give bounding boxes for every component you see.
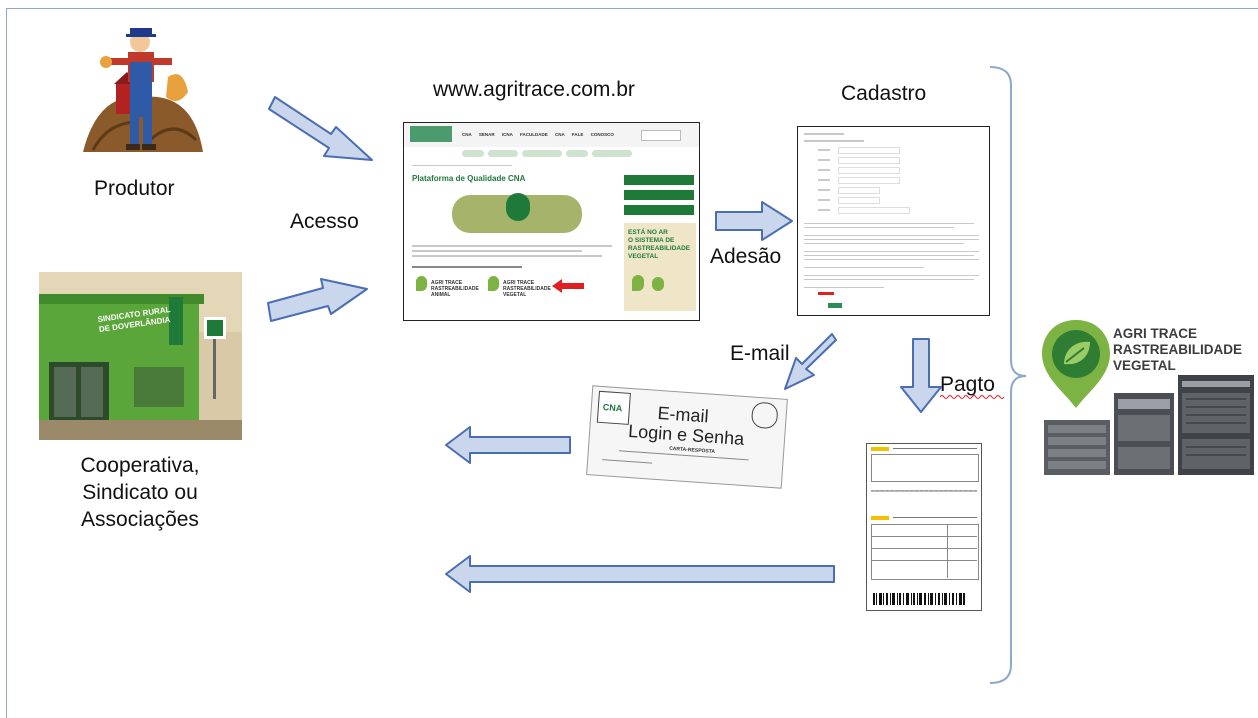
badge-vegetal-icon — [488, 276, 499, 291]
cadastro-label: Cadastro — [841, 82, 927, 105]
promo-text: ESTÁ NO AR O SISTEMA DE RASTREABILIDADE … — [628, 229, 690, 261]
cooperativa-line-3: Associações — [81, 508, 199, 531]
red-arrow-icon — [552, 279, 584, 293]
cooperativa-line-2: Sindicato ou — [82, 481, 198, 504]
badge-animal-line-1: AGRI TRACE — [431, 280, 463, 286]
agritrace-leaf-logo — [1042, 320, 1110, 408]
badge-vegetal: AGRI TRACE RASTREABILIDADE VEGETAL — [503, 280, 551, 298]
url-label: www.agritrace.com.br — [433, 78, 635, 101]
agritrace-logo-text: AGRI TRACE RASTREABILIDADE VEGETAL — [1113, 326, 1242, 374]
diagram-frame — [6, 8, 1258, 718]
website-nav: CNA SENAR ICNA FACULDADE CNA FALE CONOSC… — [462, 132, 614, 138]
badge-vegetal-line-3: VEGETAL — [503, 292, 527, 298]
arrow-cadastro-to-email — [784, 333, 837, 390]
website-search-box — [641, 130, 681, 141]
logo-line-1: AGRI TRACE — [1113, 326, 1197, 341]
acesso-label: Acesso — [290, 210, 359, 233]
website-logo — [410, 126, 452, 142]
sindicato-building-photo — [39, 272, 242, 440]
badge-vegetal-line-2: RASTREABILIDADE — [503, 286, 551, 292]
nav-cna: CNA — [462, 132, 472, 137]
nav-senar: SENAR — [478, 132, 495, 137]
barcode-icon — [873, 593, 965, 605]
promo-line-1: ESTÁ NO AR — [628, 229, 668, 236]
cooperativa-line-1: Cooperativa, — [80, 454, 200, 477]
email-label: E-mail — [730, 342, 790, 365]
logo-line-3: VEGETAL — [1113, 358, 1176, 373]
arrow-cadastro-to-boleto — [900, 338, 942, 413]
logo-line-2: RASTREABILIDADE — [1113, 342, 1243, 357]
promo-logo-icon — [632, 275, 644, 291]
adesao-label: Adesão — [710, 245, 782, 268]
arrow-sindicato-to-site — [267, 278, 368, 322]
website-screenshot: CNA SENAR ICNA FACULDADE CNA FALE CONOSC… — [403, 122, 700, 321]
promo-logo-icon-2 — [652, 277, 664, 291]
website-seal — [506, 193, 530, 221]
spellcheck-underline — [940, 395, 1004, 399]
website-heading: Plataforma de Qualidade CNA — [412, 174, 526, 183]
badge-animal-icon — [416, 276, 427, 291]
badge-animal: AGRI TRACE RASTREABILIDADE ANIMAL — [431, 280, 479, 298]
website-promo: ESTÁ NO AR O SISTEMA DE RASTREABILIDADE … — [624, 223, 696, 311]
pagto-label: Pagto — [940, 373, 995, 396]
badge-animal-line-2: RASTREABILIDADE — [431, 286, 479, 292]
arrow-email-back — [445, 426, 571, 464]
nav-icna: ICNA — [501, 132, 513, 137]
promo-line-4: VEGETAL — [628, 253, 659, 260]
promo-line-2: O SISTEMA DE — [628, 237, 675, 244]
promo-line-3: RASTREABILIDADE — [628, 245, 691, 252]
boleto-document — [866, 443, 982, 611]
nav-fale-conosco: FALE CONOSCO — [571, 132, 614, 137]
arrow-site-to-cadastro — [715, 201, 793, 241]
badge-vegetal-line-1: AGRI TRACE — [503, 280, 535, 286]
cadastro-form-screenshot — [797, 126, 990, 316]
farmer-illustration — [83, 28, 203, 152]
right-bracket — [989, 66, 1027, 684]
arrow-boleto-back — [445, 555, 835, 593]
servers-image — [1044, 375, 1254, 475]
produtor-label: Produtor — [94, 177, 175, 200]
badge-animal-line-3: ANIMAL — [431, 292, 451, 298]
arrow-produtor-to-site — [268, 96, 373, 161]
nav-faculdade: FACULDADE CNA — [520, 132, 565, 137]
cooperativa-label: Cooperativa, Sindicato ou Associações — [50, 452, 230, 533]
